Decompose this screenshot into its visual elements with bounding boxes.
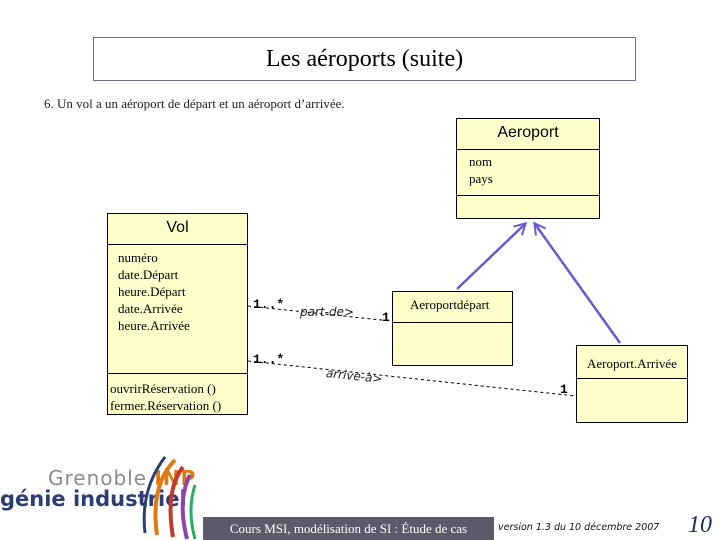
mult-part-de-vol: 1..*	[253, 297, 285, 312]
class-aeroport: Aeroport nom pays	[456, 118, 600, 219]
attribute-heure-depart: heure.Départ	[118, 284, 186, 299]
slide-subtitle: 6. Un vol a un aéroport de départ et un …	[44, 96, 345, 111]
page-number: 10	[688, 512, 712, 538]
class-aeroport-attributes: nom pays	[469, 153, 493, 187]
footer-version: version 1.3 du 10 décembre 2007	[498, 522, 660, 533]
attribute-nom: nom	[469, 154, 493, 169]
class-vol-name: Vol	[166, 219, 189, 236]
mult-arrive-a-aeroport: 1	[560, 382, 568, 397]
operation-ouvrir-reservation: ouvrirRéservation ()	[110, 381, 216, 396]
association-arrive-a-line	[247, 360, 577, 397]
slide-title: Les aéroports (suite)	[93, 37, 636, 81]
footer-course: Cours MSI, modélisation de SI : Étude de…	[203, 517, 494, 540]
class-aeroport-arrivee	[576, 345, 688, 423]
mult-part-de-aeroport: 1	[382, 310, 390, 325]
role-aeroport-depart: Aeroportdépart	[410, 297, 490, 312]
attribute-numero: numéro	[118, 250, 158, 265]
attribute-pays: pays	[469, 171, 493, 186]
operation-fermer-reservation: fermer.Réservation ()	[110, 398, 222, 413]
attribute-heure-arrivee: heure.Arrivée	[118, 318, 190, 333]
class-aeroport-depart	[392, 291, 513, 366]
generalization-depart	[456, 224, 525, 290]
mult-arrive-a-vol: 1..*	[253, 352, 285, 367]
logo-arcs-icon	[142, 456, 197, 540]
class-vol-operations: ouvrirRéservation () fermer.Réservation …	[110, 380, 221, 414]
generalization-arrivee	[535, 224, 622, 344]
role-aeroport-arrivee: Aeroport.Arrivée	[587, 356, 677, 371]
class-vol-attributes: numéro date.Départ heure.Départ date.Arr…	[118, 249, 190, 334]
attribute-date-arrivee: date.Arrivée	[118, 301, 183, 316]
label-part-de: part-de>	[300, 305, 354, 319]
class-vol: Vol numéro date.Départ heure.Départ date…	[107, 213, 248, 415]
logo-grenoble-text: Grenoble	[48, 466, 148, 490]
attribute-date-depart: date.Départ	[118, 267, 179, 282]
class-aeroport-name: Aeroport	[497, 124, 559, 141]
